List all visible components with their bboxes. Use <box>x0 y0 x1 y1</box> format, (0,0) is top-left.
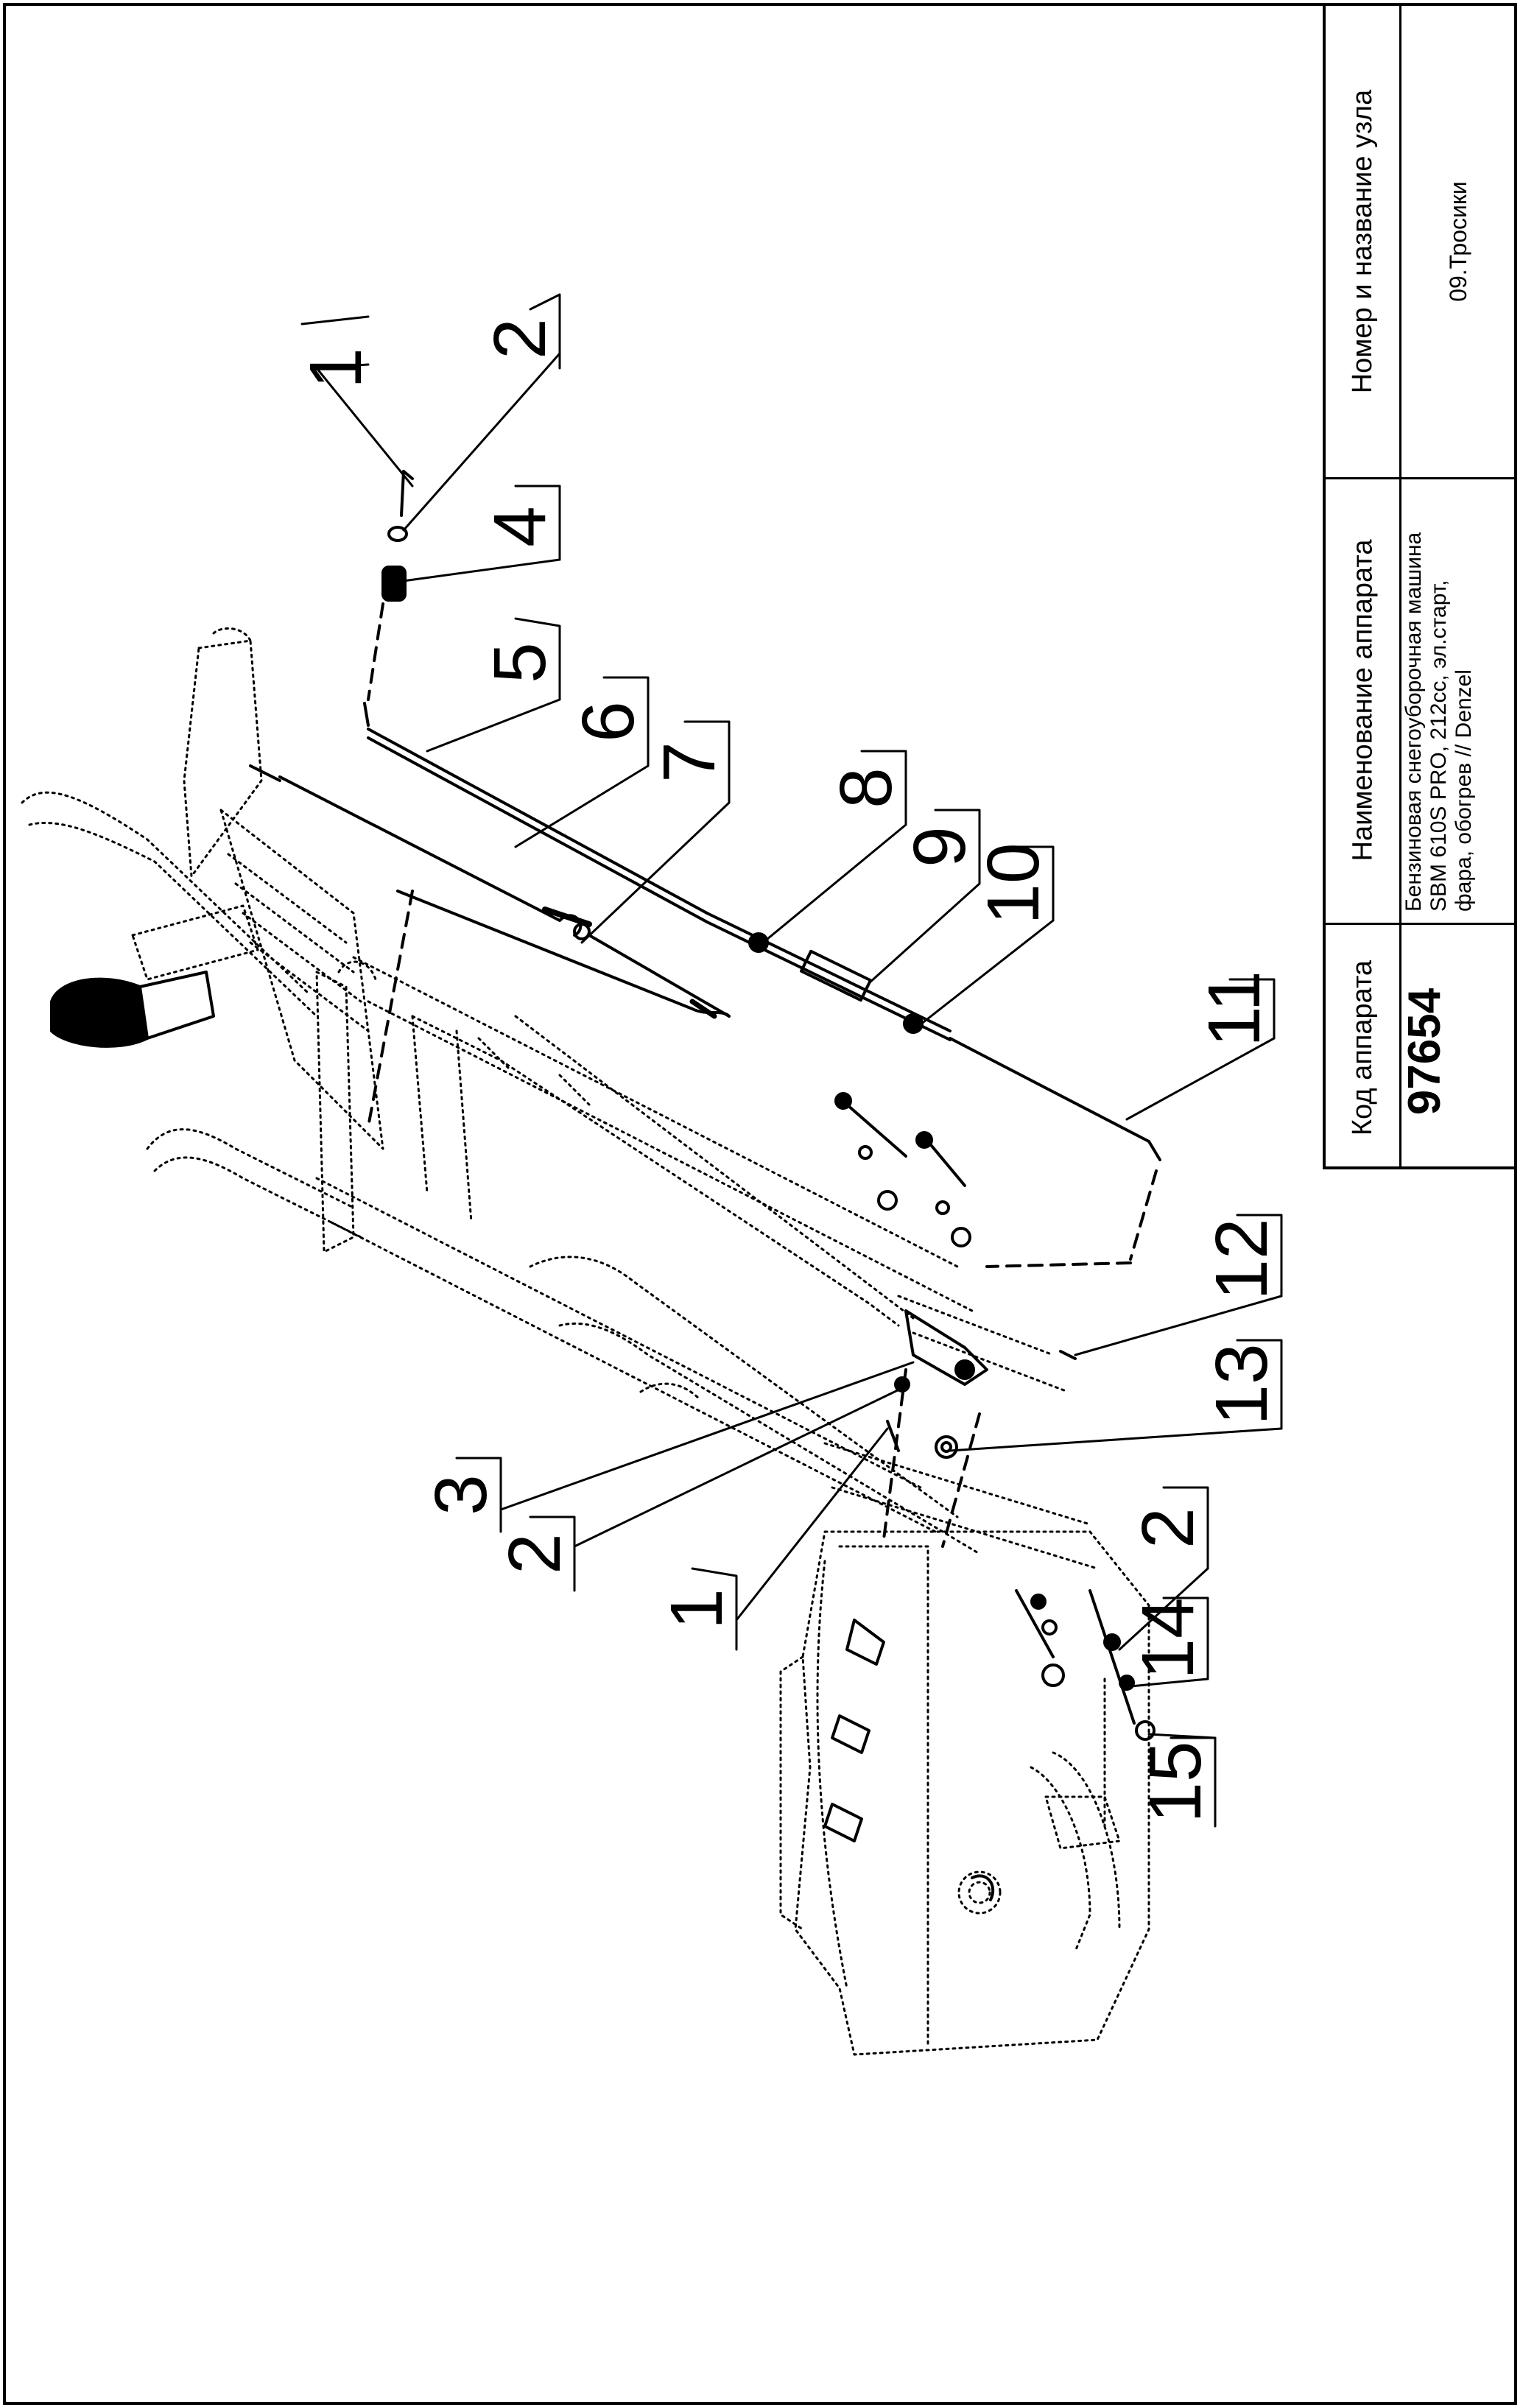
code-header: Код аппарата <box>1347 960 1378 1136</box>
title-block-row-line <box>1326 477 1517 479</box>
callout-6: 6 <box>567 701 650 742</box>
name-header: Наименование аппарата <box>1347 539 1379 862</box>
hand-grip <box>50 971 215 1048</box>
callout-9: 9 <box>898 826 981 867</box>
code-value: 97654 <box>1399 988 1450 1116</box>
callout-3: 3 <box>420 1474 502 1515</box>
callout-8: 8 <box>825 767 907 809</box>
callout-4: 4 <box>479 506 561 547</box>
callout-2-top: 2 <box>479 318 561 359</box>
callout-12: 12 <box>1200 1218 1283 1300</box>
callout-11: 11 <box>1193 971 1276 1047</box>
title-block-divider <box>1399 6 1401 1166</box>
engine-grille <box>823 1619 995 1901</box>
callout-15: 15 <box>1134 1741 1217 1823</box>
callout-1-top: 1 <box>295 348 377 389</box>
callout-2-mid: 2 <box>493 1533 576 1574</box>
callout-2-right: 2 <box>1127 1507 1209 1549</box>
callout-13: 13 <box>1200 1343 1283 1425</box>
node-value: 09.Тросики <box>1445 181 1471 302</box>
handle-frame <box>21 627 1099 1570</box>
callout-14: 14 <box>1127 1597 1209 1679</box>
callout-7: 7 <box>648 742 731 783</box>
engine-housing <box>779 1530 1150 2056</box>
callout-brackets <box>300 293 1283 1828</box>
callout-5: 5 <box>479 642 561 683</box>
callout-10: 10 <box>972 842 1055 924</box>
cable-assembly <box>249 470 1161 1741</box>
callout-1-mid: 1 <box>655 1588 738 1630</box>
node-header: Номер и название узла <box>1347 89 1378 394</box>
leader-lines <box>315 352 1283 1739</box>
sheet-border <box>3 3 1517 2405</box>
title-block: Код аппарата 97654 Наименование аппарата… <box>1323 6 1517 1169</box>
name-value: Бензиновая снегоуборочная машина SBM 610… <box>1401 532 1476 912</box>
title-block-row-line <box>1326 923 1517 925</box>
